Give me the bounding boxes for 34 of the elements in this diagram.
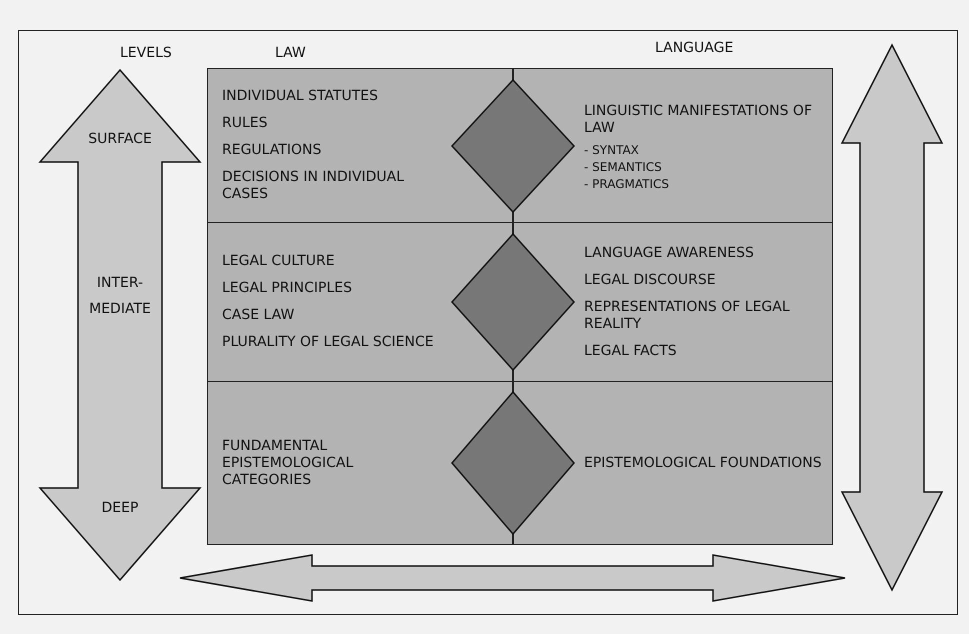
diamond bbox=[452, 80, 574, 212]
diamond bbox=[452, 234, 574, 370]
column-heading: LANGUAGE bbox=[655, 40, 734, 56]
box-text: INDIVIDUAL STATUTES bbox=[222, 88, 379, 105]
column-heading: LEVELS bbox=[120, 45, 172, 61]
box-text: REPRESENTATIONS OF LEGAL REALITY bbox=[584, 298, 791, 332]
layer-box bbox=[207, 68, 513, 223]
layer-box bbox=[207, 222, 513, 382]
layer-box bbox=[207, 381, 513, 545]
box-text: PLURALITY OF LEGAL SCIENCE bbox=[222, 334, 435, 351]
layer-box bbox=[513, 222, 833, 382]
box-text: - SYNTAX bbox=[584, 142, 640, 159]
box-text: RULES bbox=[222, 115, 269, 132]
level-label: INTER- MEDIATE bbox=[88, 274, 152, 319]
level-label: SURFACE bbox=[87, 130, 153, 149]
layer-box bbox=[513, 381, 833, 545]
box-text: LEGAL DISCOURSE bbox=[584, 272, 717, 288]
level-label: DEEP bbox=[100, 499, 140, 518]
box-text: LINGUISTIC MANIFESTATIONS OF LAW bbox=[584, 103, 813, 137]
box-text: CASE LAW bbox=[222, 307, 296, 324]
diamond bbox=[452, 392, 574, 534]
box-text: LEGAL CULTURE bbox=[222, 253, 336, 270]
box-text: LANGUAGE AWARENESS bbox=[584, 244, 755, 262]
column-heading: LAW bbox=[275, 45, 306, 61]
layer-box bbox=[513, 68, 833, 223]
box-text: REGULATIONS bbox=[222, 142, 322, 159]
box-text: LEGAL FACTS bbox=[584, 342, 678, 360]
double-arrow bbox=[40, 70, 200, 580]
box-text: LEGAL PRINCIPLES bbox=[222, 280, 353, 297]
box-text: FUNDAMENTAL EPISTEMOLOGICAL CATEGORIES bbox=[222, 438, 354, 488]
box-text: - SEMANTICS bbox=[584, 159, 663, 176]
box-text: EPISTEMOLOGICAL FOUNDATIONS bbox=[584, 454, 823, 472]
box-text: DECISIONS IN INDIVIDUAL CASES bbox=[222, 169, 406, 203]
box-text: - PRAGMATICS bbox=[584, 176, 670, 193]
